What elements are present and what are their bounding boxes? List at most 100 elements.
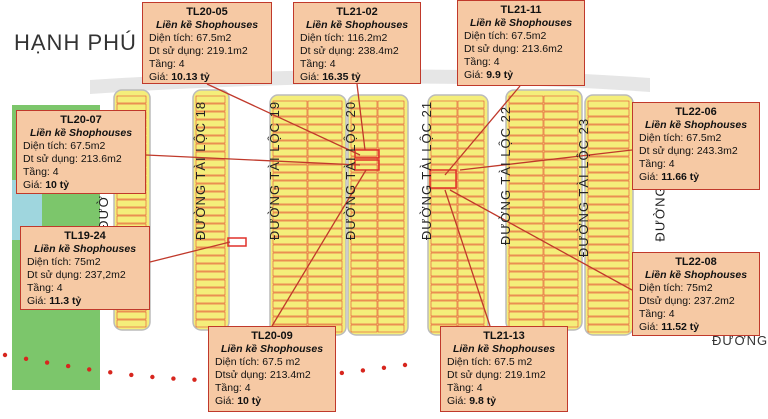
lot-parcel [377,276,405,285]
listing-callout-tl22-08[interactable]: TL22-08 Liền kề Shophouses Diện tích: 75… [632,252,760,336]
lot-parcel [430,284,458,293]
lot-parcel [377,308,405,317]
lot-parcel [272,140,308,149]
lot-parcel [307,228,343,237]
lot-parcel [307,140,343,149]
boundary-dot [2,352,8,358]
listing-callout-tl21-13[interactable]: TL21-13 Liền kề Shophouses Diện tích: 67… [440,326,568,412]
floor-area-value: 238.4m2 [357,45,399,57]
lot-parcel [350,108,378,117]
street-label-right: ĐƯỜNG [652,185,668,242]
lot-parcel [272,108,308,117]
road-label-bottom: ĐƯỜNG [712,333,768,348]
levels-label: Tầng: [27,282,54,294]
lot-parcel [116,95,147,104]
levels-value: 4 [668,308,675,320]
lot-parcel [272,284,308,293]
floor-area-value: 219.1m2 [206,45,248,57]
lot-parcel [272,196,308,205]
lot-parcel [272,188,308,197]
leader-line [145,154,361,166]
lot-parcel [508,239,544,248]
price-label: Giá: [639,171,659,183]
lot-parcel [587,212,630,221]
floor-area-value: 213.4m2 [269,369,311,381]
lot-parcel [307,260,343,269]
lot-parcel [307,188,343,197]
lot-parcel [377,220,405,229]
lot-parcel [508,303,544,312]
lot-parcel [350,204,378,213]
levels-value: 4 [329,58,336,70]
lot-parcel [377,188,405,197]
lot-parcel [508,247,544,256]
lot-parcel [543,239,579,248]
lot-parcel [195,303,226,312]
lot-parcel [195,207,226,216]
lot-parcel [430,124,458,133]
lot-parcel [350,316,378,325]
lot-parcel [543,95,579,104]
lot-parcel [508,207,544,216]
listing-callout-tl20-09[interactable]: TL20-09 Liền kề Shophouses Diện tích: 67… [208,326,336,412]
listing-callout-tl21-02[interactable]: TL21-02 Liền kề Shophouses Diện tích: 11… [293,2,421,84]
lot-parcel [587,204,630,213]
lot-parcel [350,244,378,253]
floor-area-label: Dt sử dụng: [464,43,519,55]
lot-parcel [587,316,630,325]
lot-parcel [350,292,378,301]
lot-parcel [272,228,308,237]
floor-area-value: 213.6m2 [521,43,563,55]
levels-label: Tầng: [215,382,242,394]
lot-parcel [587,308,630,317]
lot-parcel [350,220,378,229]
lot-parcel [307,244,343,253]
lot-parcel [307,284,343,293]
levels-value: 4 [244,382,251,394]
lot-parcel [587,228,630,237]
lot-parcel [307,100,343,109]
lot-parcel [195,95,226,104]
listing-callout-tl21-11[interactable]: TL21-11 Liền kề Shophouses Diện tích: 67… [457,0,585,86]
listing-callout-tl19-24[interactable]: TL19-24 Liền kề Shophouses Diện tích: 75… [20,226,150,310]
lot-parcel [543,207,579,216]
lot-parcel [350,188,378,197]
lot-parcel [272,148,308,157]
street-label-21: ĐƯỜNG TÀI LỘC 21 [419,100,435,241]
listing-callout-tl20-05[interactable]: TL20-05 Liền kề Shophouses Diện tích: 67… [142,2,272,84]
price-label: Giá: [639,321,659,333]
lot-parcel [377,196,405,205]
lot-parcel [508,255,544,264]
lot-parcel [377,284,405,293]
lot-parcel [116,311,147,320]
listing-code: TL20-05 [186,6,228,18]
floor-area-label: Dt sử dụng: [447,369,502,381]
lot-parcel [543,199,579,208]
lot-parcel [508,271,544,280]
lot-parcel [430,244,458,253]
area-value: 67.5 m2 [494,356,533,368]
listing-callout-tl22-06[interactable]: TL22-06 Liền kề Shophouses Diện tích: 67… [632,102,760,190]
lot-parcel [430,268,458,277]
leader-line [356,83,366,151]
lot-parcel [272,276,308,285]
leader-line [444,189,491,327]
lot-parcel [272,268,308,277]
levels-label: Tầng: [23,166,50,178]
lot-parcel [430,188,458,197]
price-label: Giá: [149,71,169,83]
lot-parcel [272,172,308,181]
price-value: 9.9 tỷ [486,69,514,81]
lot-parcel [195,103,226,112]
lot-parcel [350,100,378,109]
lot-parcel [508,191,544,200]
listing-callout-tl20-07[interactable]: TL20-07 Liền kề Shophouses Diện tích: 67… [16,110,146,194]
lot-parcel [508,295,544,304]
levels-value: 4 [178,58,185,70]
lot-parcel [508,143,544,152]
lot-parcel [307,172,343,181]
boundary-dot [381,365,387,370]
lot-parcel [195,135,226,144]
lot-parcel [543,295,579,304]
boundary-dot [129,372,134,378]
